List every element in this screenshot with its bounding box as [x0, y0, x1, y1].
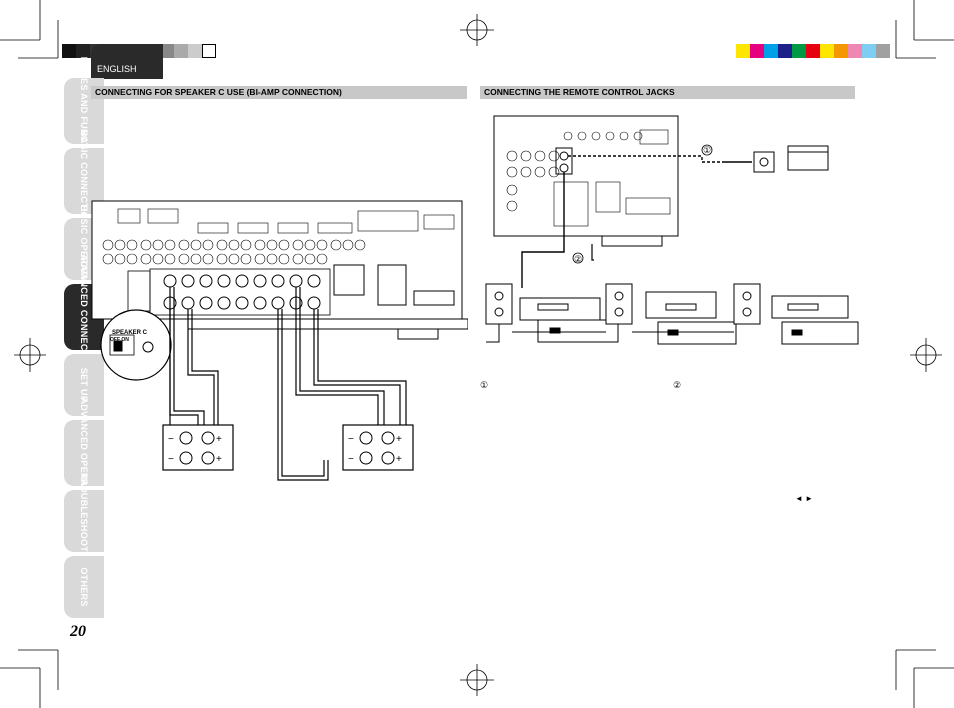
section-title-speaker-c: CONNECTING FOR SPEAKER C USE (BI-AMP CON… [91, 86, 467, 99]
tab-advanced-operation[interactable]: ADVANCED OPERATION [64, 397, 104, 509]
remote-marker-2: ② [574, 254, 583, 264]
svg-text:+: + [216, 434, 222, 445]
svg-text:−: − [168, 454, 174, 465]
page-number: 20 [70, 623, 86, 640]
svg-text:−: − [168, 434, 174, 445]
svg-text:−: − [348, 434, 354, 445]
language-tab: ENGLISH [91, 44, 163, 79]
speaker-c-switch-label: SPEAKER C [112, 330, 148, 336]
svg-text:−: − [348, 454, 354, 465]
language-label: ENGLISH [97, 64, 137, 74]
tab-others[interactable]: OTHERS [64, 556, 104, 618]
navigation-arrows: ◄ ► [795, 494, 814, 503]
remote-jacks-diagram [485, 115, 859, 345]
note-marker-1: ① [480, 380, 489, 390]
tab-troubleshooting[interactable]: TROUBLESHOOTING [64, 473, 104, 569]
speaker-c-bi-amp-diagram: − + − + − + − + [91, 200, 468, 481]
svg-text:+: + [396, 434, 402, 445]
note-marker-2: ② [673, 380, 682, 390]
remote-marker-1: ① [703, 145, 712, 155]
svg-text:+: + [216, 454, 222, 465]
speaker-c-switch-positions: OFF ON [110, 337, 129, 343]
tab-set-up[interactable]: SET UP [64, 354, 104, 416]
svg-text:+: + [396, 454, 402, 465]
section-title-remote-jacks: CONNECTING THE REMOTE CONTROL JACKS [480, 86, 855, 99]
